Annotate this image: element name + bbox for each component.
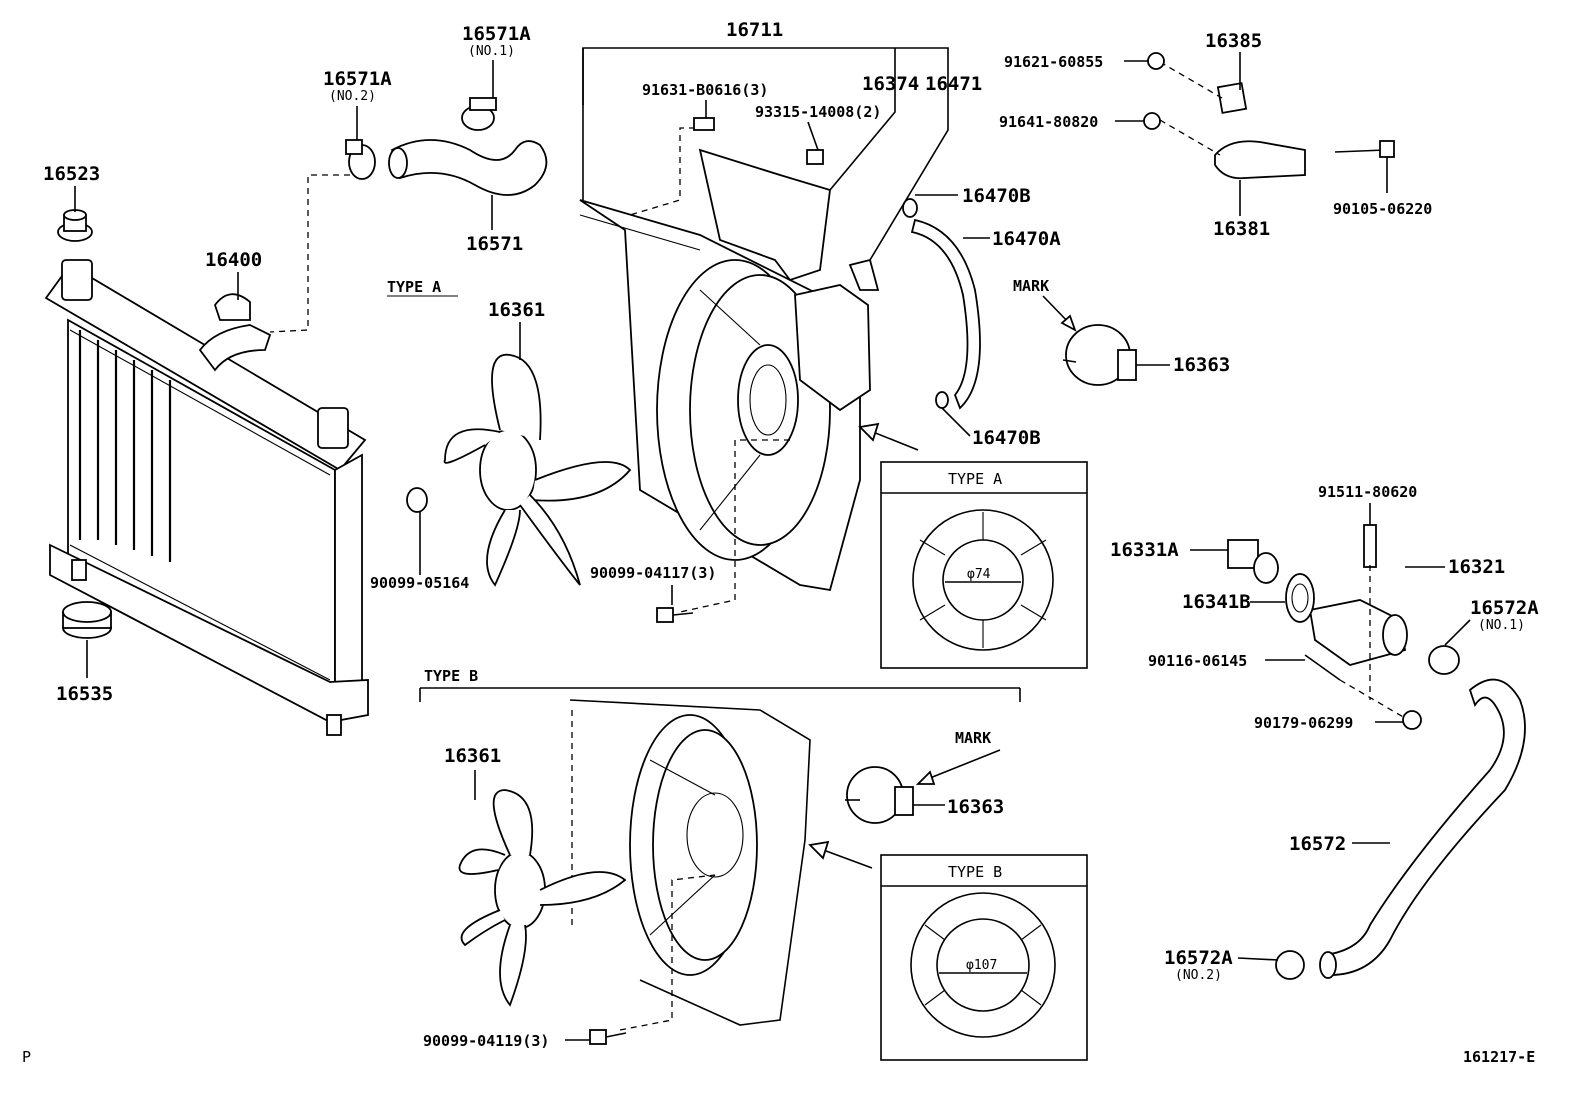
hose-16470A-drawing [902, 198, 981, 410]
label-mark-b: MARK [955, 729, 991, 747]
label-16571A-no1-note: (NO.1) [468, 44, 515, 59]
label-16361-a: 16361 [488, 299, 545, 321]
label-16471: 16471 [925, 73, 982, 95]
inlet-16321-drawing [1227, 524, 1422, 730]
cushion-16535-drawing [62, 601, 112, 678]
label-16571: 16571 [466, 233, 523, 255]
label-type-b: TYPE B [424, 667, 478, 685]
label-90099-04119: 90099-04119(3) [423, 1032, 549, 1050]
inset-b-diameter: φ107 [966, 958, 997, 973]
label-16341B: 16341B [1182, 591, 1251, 613]
motor-b-drawing [845, 766, 945, 824]
inset-b-title: TYPE B [948, 863, 1002, 881]
fan-b-drawing [458, 789, 627, 1007]
label-91621: 91621-60855 [1004, 53, 1103, 71]
label-mark-a: MARK [1013, 277, 1049, 295]
label-90179: 90179-06299 [1254, 714, 1353, 732]
label-16523: 16523 [43, 163, 100, 185]
hardware-icons [589, 52, 1165, 1045]
label-91641: 91641-80820 [999, 113, 1098, 131]
label-16571A-no1: 16571A [462, 23, 531, 45]
label-90116: 90116-06145 [1148, 652, 1247, 670]
label-16572A-no1-note: (NO.1) [1478, 618, 1525, 633]
label-91631: 91631-B0616(3) [642, 81, 768, 99]
shroud-b-drawing [569, 699, 811, 1026]
label-16374: 16374 [862, 73, 919, 95]
label-16470B-bottom: 16470B [972, 427, 1041, 449]
upper-hose-drawing [345, 97, 548, 196]
label-16571A-no2-note: (NO.2) [329, 89, 376, 104]
cushion-16523-drawing [57, 209, 93, 242]
label-16572A-no1: 16572A [1470, 597, 1539, 619]
bracket-16381-drawing [1214, 82, 1395, 193]
label-16363-b: 16363 [947, 796, 1004, 818]
label-16571A-no2: 16571A [323, 68, 392, 90]
inset-a-drawing [880, 461, 1088, 669]
part-labels: 16523 16400 16535 16571A (NO.2) 16571A (… [22, 19, 1539, 1066]
label-16321: 16321 [1448, 556, 1505, 578]
leader-lines [74, 47, 1471, 1041]
label-16400: 16400 [205, 249, 262, 271]
inset-b-drawing [880, 854, 1088, 1061]
label-16361-b: 16361 [444, 745, 501, 767]
lower-hose-drawing [1275, 645, 1526, 980]
label-16381: 16381 [1213, 218, 1270, 240]
label-16331A: 16331A [1110, 539, 1179, 561]
label-16470B-top: 16470B [962, 185, 1031, 207]
motor-a-drawing [1062, 324, 1170, 386]
label-16385: 16385 [1205, 30, 1262, 52]
fan-a-drawing [406, 353, 632, 587]
label-90099-05164: 90099-05164 [370, 574, 469, 592]
figure-id: 161217-E [1463, 1048, 1535, 1066]
inset-a-diameter: φ74 [967, 567, 991, 582]
label-90099-04117: 90099-04117(3) [590, 564, 716, 582]
label-16535: 16535 [56, 683, 113, 705]
label-16572: 16572 [1289, 833, 1346, 855]
label-16572A-no2: 16572A [1164, 947, 1233, 969]
label-90105: 90105-06220 [1333, 200, 1432, 218]
label-16363-a: 16363 [1173, 354, 1230, 376]
view-arrows [808, 422, 919, 869]
inset-a-title: TYPE A [948, 470, 1002, 488]
dashed-connectors [269, 61, 1406, 1031]
label-16470A: 16470A [992, 228, 1061, 250]
label-corner-p: P [22, 1048, 31, 1066]
label-91511: 91511-80620 [1318, 483, 1417, 501]
shroud-a-drawing [579, 148, 880, 592]
label-16711: 16711 [726, 19, 783, 41]
label-type-a: TYPE A [387, 278, 441, 296]
label-93315: 93315-14008(2) [755, 103, 881, 121]
radiator-drawing [44, 259, 369, 736]
label-16572A-no2-note: (NO.2) [1175, 968, 1222, 983]
